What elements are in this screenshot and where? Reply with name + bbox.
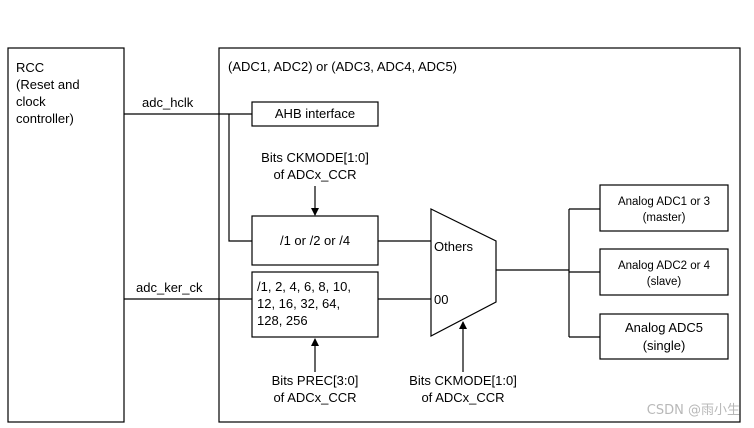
analog-adc-single-box <box>599 313 729 360</box>
adc-ker-ck-label: adc_ker_ck <box>136 280 203 295</box>
prescaler-box <box>251 271 379 338</box>
rcc-label-line-1: RCC <box>16 60 44 75</box>
ckmode-bottom-label-line-2: of ADCx_CCR <box>421 390 504 405</box>
ckmode-top-label-line-2: of ADCx_CCR <box>273 167 356 182</box>
clock-mux <box>430 208 497 337</box>
adc-hclk-label: adc_hclk <box>142 95 194 110</box>
ckmode-bottom-label-line-1: Bits CKMODE[1:0] <box>409 373 517 388</box>
analog-adc-slave-line-1: Analog ADC2 or 4 <box>618 260 711 272</box>
analog-adc-master-line-2: (master) <box>643 212 686 224</box>
rcc-label-line-4: controller) <box>16 111 74 126</box>
analog-adc-single-line-2: (single) <box>643 338 686 353</box>
hclk-divider-box <box>251 215 379 266</box>
rcc-block <box>7 47 125 423</box>
analog-adc-master-line-1: Analog ADC1 or 3 <box>618 196 710 208</box>
analog-adc-slave-line-2: (slave) <box>647 276 682 288</box>
rcc-label-line-3: clock <box>16 94 46 109</box>
rcc-label-line-2: (Reset and <box>16 77 80 92</box>
mux-input-others: Others <box>434 239 474 254</box>
analog-adc-slave-box <box>599 248 729 296</box>
ahb-interface-box <box>251 101 379 127</box>
hclk-divider-label: /1 or /2 or /4 <box>280 233 350 248</box>
prec-label-line-2: of ADCx_CCR <box>273 390 356 405</box>
adc-block-title: (ADC1, ADC2) or (ADC3, ADC4, ADC5) <box>228 59 457 74</box>
prec-label-line-1: Bits PREC[3:0] <box>272 373 359 388</box>
ahb-interface-label: AHB interface <box>275 106 355 121</box>
mux-input-00: 00 <box>434 292 448 307</box>
csdn-watermark: CSDN @雨小生 <box>647 403 740 418</box>
ckmode-top-label-line-1: Bits CKMODE[1:0] <box>261 150 369 165</box>
hclk-branch-line <box>228 114 252 242</box>
analog-adc-master-box <box>599 184 729 232</box>
prescaler-label-line-1: /1, 2, 4, 6, 8, 10, <box>257 279 351 294</box>
analog-adc-single-line-1: Analog ADC5 <box>625 320 703 335</box>
prescaler-label-line-3: 128, 256 <box>257 313 308 328</box>
prescaler-label-line-2: 12, 16, 32, 64, <box>257 296 340 311</box>
